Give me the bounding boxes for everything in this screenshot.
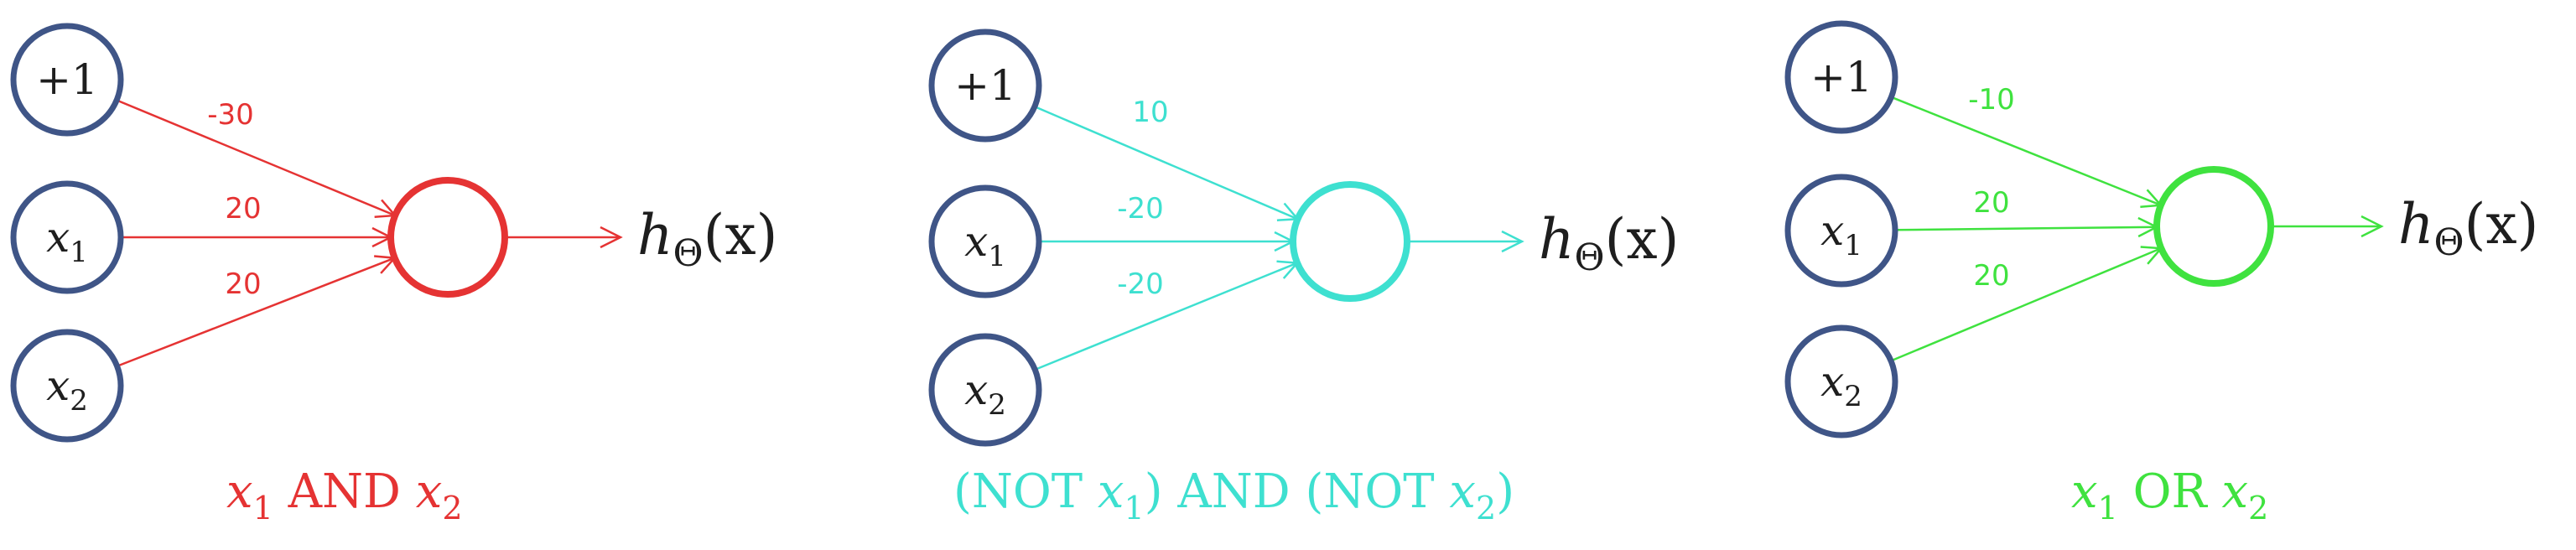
hypothesis-label: hΘ(x) [2398,192,2538,264]
node-circle [10,180,124,294]
network-or: +1 x1 x2 -10 20 20 hΘ(x) x1 OR x2 [1784,20,2538,527]
input-node-x2: x2 [1784,324,1898,438]
caption-not-and: (NOT x1) AND (NOT x2) [953,464,1514,527]
input-node-x2: x2 [928,333,1042,447]
weight-label: -20 [1117,192,1164,226]
node-circle [928,184,1042,298]
weight-label: -10 [1968,83,2015,117]
node-label: +1 [36,55,98,104]
output-arrowhead [2360,215,2384,238]
node-label: x2 [1820,357,1862,413]
bias-node: +1 [928,29,1042,143]
weight-label: 20 [1973,259,2009,293]
weight-label: 10 [1132,96,1168,129]
output-arrowhead [1501,230,1524,253]
bias-node: +1 [10,23,124,137]
output-unit [1290,181,1410,302]
input-node-x1: x1 [10,180,124,294]
node-circle [1784,174,1898,288]
weight-label: -20 [1117,267,1164,301]
weight-label: -30 [207,98,254,132]
weight-label: 20 [225,192,261,226]
weight-label: 20 [225,267,261,301]
weight-edge [1890,96,2162,206]
node-circle [928,29,1042,143]
weight-edge [116,99,396,217]
hypothesis-label: hΘ(x) [1539,207,1679,279]
node-label: x1 [1820,206,1862,262]
input-node-x1: x1 [928,184,1042,298]
weight-edge [117,257,396,367]
node-circle [1784,20,1898,134]
node-label: x1 [964,217,1006,273]
input-node-x1: x1 [1784,174,1898,288]
node-label: +1 [954,61,1016,110]
network-not-and: +1 x1 x2 10 -20 -20 hΘ(x) (NOT x1) AND (NOT x2) [928,29,1679,527]
output-arrowhead [600,226,623,249]
node-label: x2 [964,366,1006,422]
output-unit [2153,166,2274,287]
node-label: x2 [46,361,88,418]
bias-node: +1 [1784,20,1898,134]
node-label: +1 [1810,53,1872,101]
weight-edge [1034,262,1298,371]
weight-edge [1890,246,2162,362]
caption-or: x1 OR x2 [2071,464,2268,527]
caption-and: x1 AND x2 [226,464,463,527]
hypothesis-label: hΘ(x) [637,203,777,275]
output-unit [387,177,508,298]
weight-edge [1894,226,2158,231]
network-and: +1 x1 x2 -30 20 20 hΘ(x) x1 AND x2 [10,23,777,527]
weight-edge [1034,106,1298,221]
weight-label: 20 [1973,186,2009,220]
node-label: x1 [46,213,88,269]
node-circle [928,333,1042,447]
node-circle [1784,324,1898,438]
node-circle [10,23,124,137]
node-circle [10,329,124,443]
input-node-x2: x2 [10,329,124,443]
